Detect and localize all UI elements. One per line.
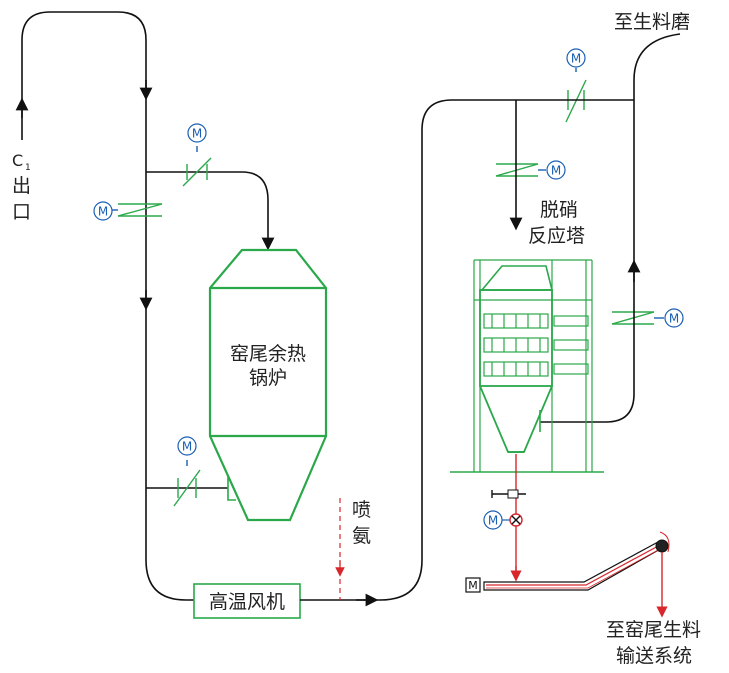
c1-outlet-label-sub: 1 — [25, 163, 31, 173]
screw-conveyor — [483, 531, 670, 591]
c1-outlet-label-a: 出 — [12, 175, 31, 197]
motor-icon-1[interactable]: M — [187, 123, 207, 143]
high-temp-fan — [193, 583, 301, 619]
raw-mill-duct — [633, 33, 681, 100]
svg-text:M: M — [551, 164, 561, 178]
motor-icon-6[interactable]: M — [664, 308, 684, 328]
motor-icon-2[interactable]: M — [93, 201, 113, 221]
fan-label: 高温风机 — [209, 591, 285, 613]
boiler-label-line2: 锅炉 — [249, 367, 287, 389]
c1-outlet-label-b: 口 — [12, 201, 31, 223]
boiler-label-line1: 窑尾余热 — [230, 343, 306, 365]
boiler-inlet-duct — [146, 171, 275, 251]
to-conveyor-label-line1: 至窑尾生料 — [606, 619, 701, 641]
denitration-reactor-tower — [450, 259, 604, 473]
fan-outlet-duct — [300, 99, 634, 601]
tower-label-line2: 反应塔 — [528, 225, 585, 247]
damper-bypass[interactable] — [104, 203, 163, 217]
svg-text:M: M — [182, 440, 192, 454]
to-conveyor-label-line2: 输送系统 — [616, 645, 692, 667]
to-raw-mill-label: 至生料磨 — [614, 11, 690, 33]
svg-text:M: M — [488, 514, 498, 528]
damper-boiler-inlet[interactable] — [182, 146, 212, 187]
damper-boiler-outlet[interactable] — [173, 460, 201, 507]
svg-text:M: M — [98, 205, 108, 219]
svg-text:M: M — [571, 52, 581, 66]
svg-text:M: M — [669, 312, 679, 326]
svg-text:M: M — [192, 127, 202, 141]
motor-icon-5[interactable]: M — [546, 160, 566, 180]
conveyor-motor-icon[interactable]: M — [465, 577, 481, 593]
motor-icon-4[interactable]: M — [566, 48, 586, 68]
motor-icon-3[interactable]: M — [177, 436, 197, 456]
damper-tower-bypass[interactable] — [611, 311, 664, 325]
discharge-valve-icon[interactable] — [491, 489, 526, 499]
damper-raw-mill[interactable] — [565, 68, 587, 123]
tower-outlet-duct — [540, 100, 635, 423]
rotary-valve-icon[interactable] — [502, 513, 523, 527]
damper-tower-inlet[interactable] — [495, 163, 546, 177]
ammonia-label-line2: 氨 — [352, 525, 371, 547]
svg-text:M: M — [468, 579, 478, 592]
tower-label-line1: 脱硝 — [540, 199, 578, 221]
ammonia-label-line1: 喷 — [352, 499, 371, 521]
motor-icon-7[interactable]: M — [483, 510, 503, 530]
c1-outlet-duct — [21, 11, 196, 601]
kiln-tail-boiler — [208, 248, 328, 522]
c1-outlet-label-c: C — [12, 151, 23, 170]
